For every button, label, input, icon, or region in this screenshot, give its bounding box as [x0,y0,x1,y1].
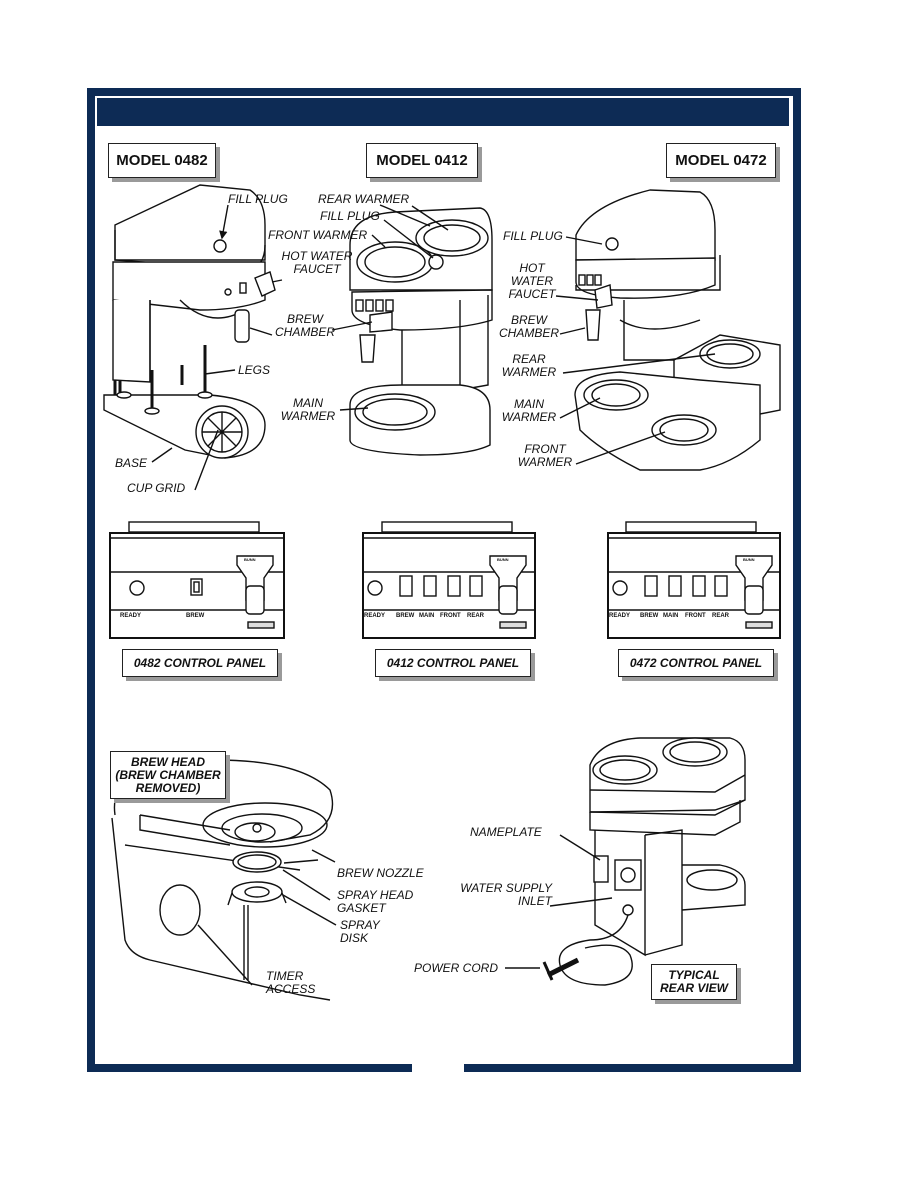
rear-view-title: TYPICAL REAR VIEW [651,964,737,1000]
callout-water-supply-line1: WATER SUPPLY [460,881,552,895]
callout-0412-main-warmer: MAIN WARMER [278,397,338,423]
model-0482-label: MODEL 0482 [108,143,216,178]
callout-0472-front-warmer: FRONT WARMER [514,443,576,469]
callout-water-supply-inlet: WATER SUPPLY INLET [452,882,552,908]
callout-0472-hot-water-faucet-line2: WATER [510,274,554,288]
callout-0472-main-warmer: MAIN WARMER [498,398,560,424]
control-panel-drawings [109,521,781,639]
callout-0412-rear-warmer: REAR WARMER [318,192,410,206]
callout-0472-hot-water-faucet: HOT WATER FAUCET [502,262,562,301]
cp0482-faucet-badge: BUNN [244,557,256,562]
model-0482-drawing [103,184,283,491]
model-0472-drawing [555,189,781,471]
callout-0482-legs: LEGS [238,363,271,377]
callout-0412-fill-plug: FILL PLUG [320,209,380,223]
callout-spray-head-gasket-line2: GASKET [337,901,386,915]
callout-0482-hot-water-faucet-line1: HOT WATER [281,249,353,263]
rear-view-drawing [505,737,746,986]
callout-0472-brew-chamber-line2: CHAMBER [498,326,559,340]
cp0412-faucet-badge: BUNN [497,557,509,562]
callout-water-supply-line2: INLET [517,894,552,908]
cp0412-main-label: MAIN [419,613,435,619]
cp0472-brew-label: BREW [640,613,659,619]
brew-head-title-line2: (BREW CHAMBER [115,767,221,782]
model-0472-label: MODEL 0472 [666,143,776,178]
callout-0412-main-warmer-line2: WARMER [280,409,336,423]
callout-0412-front-warmer: FRONT WARMER [268,228,368,242]
callout-spray-disk-line1: SPRAY [340,918,380,932]
callout-0482-brew-chamber: BREW CHAMBER [270,313,340,339]
callout-0472-front-warmer-line1: FRONT [524,442,566,456]
cp0472-ready-label: READY [609,613,631,619]
cp0482-title: 0482 CONTROL PANEL [122,649,278,677]
callout-timer-access-line1: TIMER [266,969,304,983]
callout-0482-cup-grid: CUP GRID [127,481,186,495]
cp0482-brew-label: BREW [186,613,205,619]
callout-0472-fill-plug: FILL PLUG [503,229,563,243]
brew-head-drawing [111,759,337,1001]
callout-0482-hot-water-faucet: HOT WATER FAUCET [277,250,357,276]
callout-0472-rear-warmer: REAR WARMER [498,353,560,379]
callout-0482-base: BASE [115,456,148,470]
cp0472-rear-label: REAR [712,613,730,619]
model-0412-label: MODEL 0412 [366,143,478,178]
cp0412-rear-label: REAR [467,613,485,619]
cp0482-ready-label: READY [120,613,142,619]
header-bar [97,98,789,126]
brew-head-title-line3: REMOVED) [135,780,201,795]
cp0412-front-label: FRONT [440,613,461,619]
callout-0482-fill-plug: FILL PLUG [228,192,288,206]
rear-view-title-line1: TYPICAL [668,968,720,982]
cp0412-brew-label: BREW [396,613,415,619]
callout-timer-access: TIMER ACCESS [266,970,315,996]
callout-0472-front-warmer-line2: WARMER [517,455,573,469]
callout-0472-brew-chamber: BREW CHAMBER [494,314,564,340]
cp0412-title: 0412 CONTROL PANEL [375,649,531,677]
callout-brew-nozzle: BREW NOZZLE [337,866,424,880]
callout-0472-hot-water-faucet-line3: FAUCET [508,287,556,301]
callout-0482-brew-chamber-line2: CHAMBER [274,325,335,339]
callout-0482-hot-water-faucet-line2: FAUCET [293,262,341,276]
callout-spray-disk-line2: DISK [340,931,369,945]
callout-spray-head-gasket-line1: SPRAY HEAD [337,888,414,902]
callout-0482-brew-chamber-line1: BREW [287,312,323,326]
callout-nameplate: NAMEPLATE [470,825,542,839]
callout-0472-hot-water-faucet-line1: HOT [519,261,545,275]
callout-0472-main-warmer-line1: MAIN [514,397,544,411]
page-number-gap [412,1060,464,1074]
brew-head-title: BREW HEAD (BREW CHAMBER REMOVED) [110,751,226,799]
cp0412-ready-label: READY [364,613,386,619]
callout-spray-disk: SPRAY DISK [340,919,380,945]
callout-0472-rear-warmer-line1: REAR [512,352,546,366]
cp0472-main-label: MAIN [663,613,679,619]
cp0472-title: 0472 CONTROL PANEL [618,649,774,677]
cp0472-front-label: FRONT [685,613,706,619]
callout-0472-brew-chamber-line1: BREW [511,313,547,327]
callout-0472-main-warmer-line2: WARMER [501,410,557,424]
callout-0412-main-warmer-line1: MAIN [293,396,323,410]
cp0472-faucet-badge: BUNN [743,557,755,562]
callout-0472-rear-warmer-line2: WARMER [501,365,557,379]
rear-view-title-line2: REAR VIEW [659,981,728,995]
brew-head-title-line1: BREW HEAD [131,754,205,769]
callout-power-cord: POWER CORD [414,961,498,975]
callout-spray-head-gasket: SPRAY HEAD GASKET [337,889,413,915]
callout-timer-access-line2: ACCESS [266,982,316,996]
model-0412-drawing [331,204,493,456]
